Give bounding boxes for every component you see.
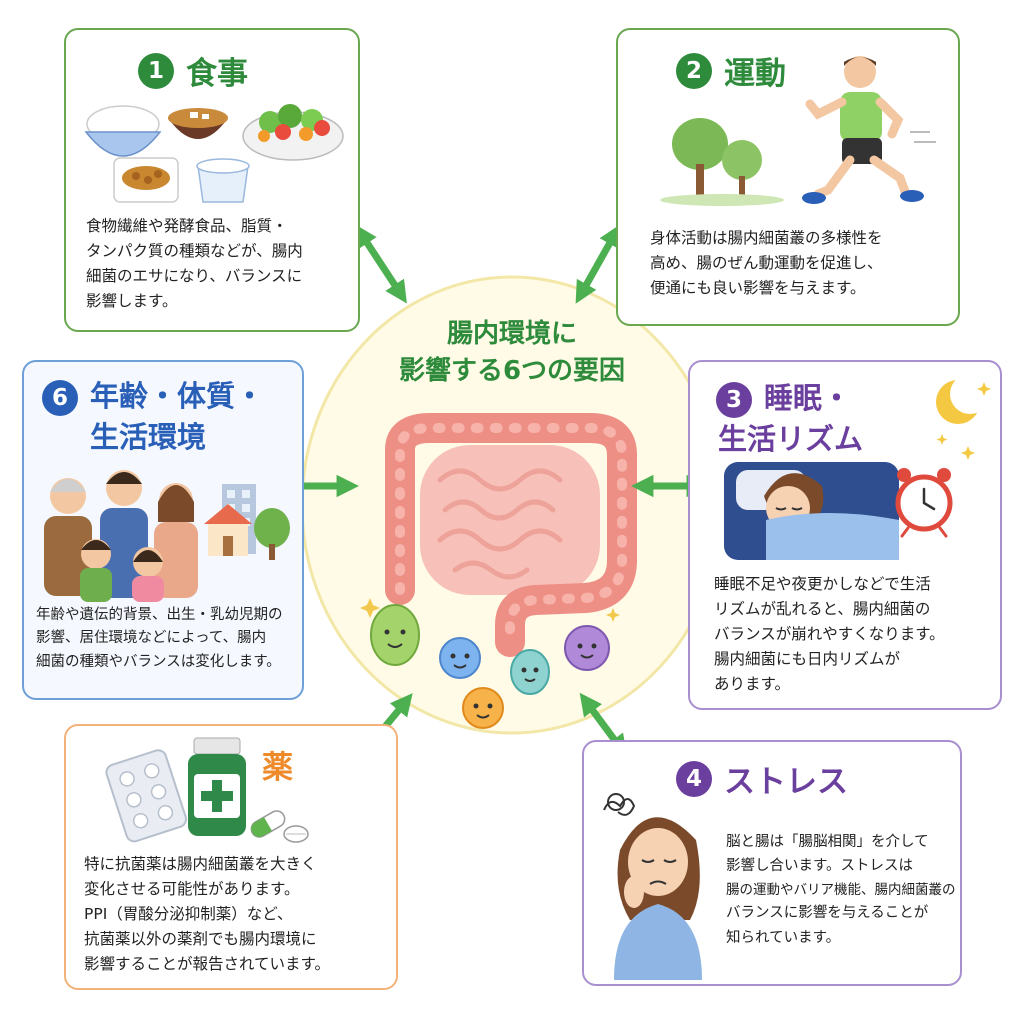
stress-line: バランスに影響を与えることが [726,905,929,922]
age-illustration [44,470,290,602]
age-line: 細菌の種類やバランスは変化します。 [36,653,281,670]
diet-line: 細菌のエサになり、バランスに [86,267,303,286]
family-icon [44,470,198,602]
arrow-diet [355,224,407,304]
stress-line: 影響し合います。ストレスは [726,858,914,875]
rice-bowl-icon [84,105,162,157]
stress-title-text: ストレス [724,764,848,800]
yogurt-icon [196,158,250,203]
medicine-line: 影響することが報告されています。 [84,955,330,974]
miso-soup-icon [168,108,228,139]
medicine-line: 特に抗菌薬は腸内細菌叢を大きく [84,855,317,873]
exercise-description: 身体活動は腸内細菌叢の多様性を 高め、腸のぜん動運動を促進し、 便通にも良い影響… [650,226,883,301]
diet-title: 1 食事 [138,48,248,93]
sleep-line: バランスが崩れやすくなります。 [714,625,945,644]
exercise-number: 2 [676,52,712,89]
center-title-line1: 腸内環境に [446,319,577,349]
stress-line: 知られています。 [726,929,841,946]
bacteria-icon [360,598,620,729]
age-title-line2: 生活環境 [90,420,207,455]
sleep-line: リズムが乱れると、腸内細菌の [714,600,931,619]
sleep-number: 3 [716,382,752,418]
stress-line: 脳と腸は「腸脳相関」を介して [726,834,929,850]
exercise-illustration [660,56,936,206]
age-line: 影響、居住環境などによって、腸内 [36,630,267,647]
medicine-title-text: 薬 [262,750,293,786]
medicine-title: 薬 [262,742,293,787]
sleep-line: 睡眠不足や夜更かしなどで生活 [714,575,931,593]
sleep-line: 腸内細菌にも日内リズムが [714,650,901,669]
medicine-line: PPI（胃酸分泌抑制薬）など、 [84,905,293,924]
tree-icon [254,508,290,560]
medicine-illustration [105,737,309,843]
sleep-line: あります。 [714,675,790,694]
age-title: 6 年齢・体質・ 生活環境 [42,376,264,458]
sleep-title-line2: 生活リズム [718,422,864,457]
stressed-woman-icon [603,793,702,980]
natto-icon [113,157,179,203]
medicine-bottle-icon [188,737,246,836]
intestine-icon [385,413,637,657]
diet-line: 食物繊維や発酵食品、脂質・ [86,217,288,235]
alarm-clock-icon [895,468,953,538]
age-number: 6 [42,380,78,416]
age-description: 年齢や遺伝的背景、出生・乳幼児期の 影響、居住環境などによって、腸内 細菌の種類… [36,604,283,674]
sleep-title-line1: 睡眠・ [764,381,852,415]
exercise-title: 2 運動 [676,48,786,93]
exercise-line: 便通にも良い影響を与えます。 [650,279,866,298]
moon-icon [936,374,991,460]
diet-line: 影響します。 [86,292,178,311]
center-title: 腸内環境に 影響する6つの要因 [340,316,684,390]
exercise-title-text: 運動 [724,56,786,92]
arrow-exercise [575,224,621,304]
diet-number: 1 [138,52,174,89]
age-title-line1: 年齢・体質・ [90,379,265,413]
diet-title-text: 食事 [186,56,248,92]
exercise-line: 身体活動は腸内細菌叢の多様性を [650,229,883,247]
stress-description: 脳と腸は「腸脳相関」を介して 影響し合います。ストレスは 腸の運動やバリア機能、… [726,830,956,950]
house-icon [204,504,252,556]
diet-description: 食物繊維や発酵食品、脂質・ タンパク質の種類などが、腸内 細菌のエサになり、バラ… [86,214,303,314]
age-line: 年齢や遺伝的背景、出生・乳幼児期の [36,607,283,623]
sleep-illustration [724,374,991,560]
sleep-description: 睡眠不足や夜更かしなどで生活 リズムが乱れると、腸内細菌の バランスが崩れやすく… [714,572,945,698]
sleep-title: 3 睡眠・ 生活リズム [716,378,863,460]
diet-illustration [84,104,344,203]
pill-sheet-icon [105,749,187,843]
exercise-line: 高め、腸のぜん動運動を促進し、 [650,254,883,273]
capsule-icon [250,810,286,838]
tree-icon [660,118,784,206]
stress-number: 4 [676,760,712,797]
sleeping-woman-icon [724,462,899,560]
tablet-icon [283,825,309,843]
medicine-line: 変化させる可能性があります。 [84,880,300,899]
runner-icon [802,56,936,204]
center-title-line2: 影響する6つの要因 [398,355,626,386]
stress-line: 腸の運動やバリア機能、腸内細菌叢の [726,881,956,898]
stress-title: 4 ストレス [676,756,848,801]
diet-line: タンパク質の種類などが、腸内 [86,242,303,261]
salad-icon [242,104,344,161]
medicine-line: 抗菌薬以外の薬剤でも腸内環境に [84,930,317,949]
medicine-description: 特に抗菌薬は腸内細菌叢を大きく 変化させる可能性があります。 PPI（胃酸分泌抑… [84,852,330,978]
